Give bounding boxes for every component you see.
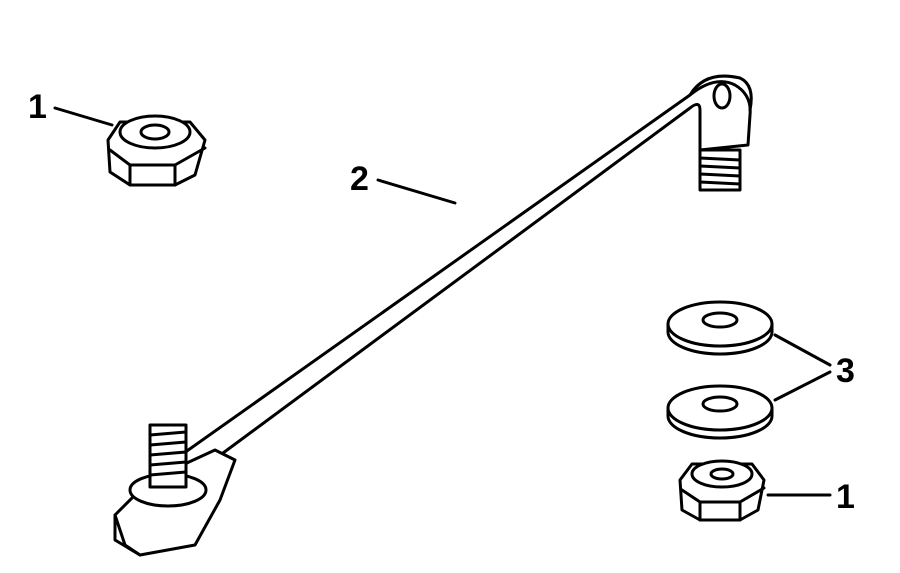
washer-upper bbox=[666, 300, 774, 356]
callout-1-top-left: 1 bbox=[28, 88, 47, 126]
drag-link-rod bbox=[113, 74, 753, 557]
callout-3: 3 bbox=[836, 352, 855, 390]
locknut-top-left bbox=[106, 114, 207, 187]
leader-lines bbox=[53, 106, 832, 497]
callout-1-bottom-right: 1 bbox=[836, 478, 855, 516]
washer-lower bbox=[666, 384, 774, 440]
callout-2: 2 bbox=[350, 160, 369, 198]
locknut-bottom-right bbox=[678, 459, 766, 522]
